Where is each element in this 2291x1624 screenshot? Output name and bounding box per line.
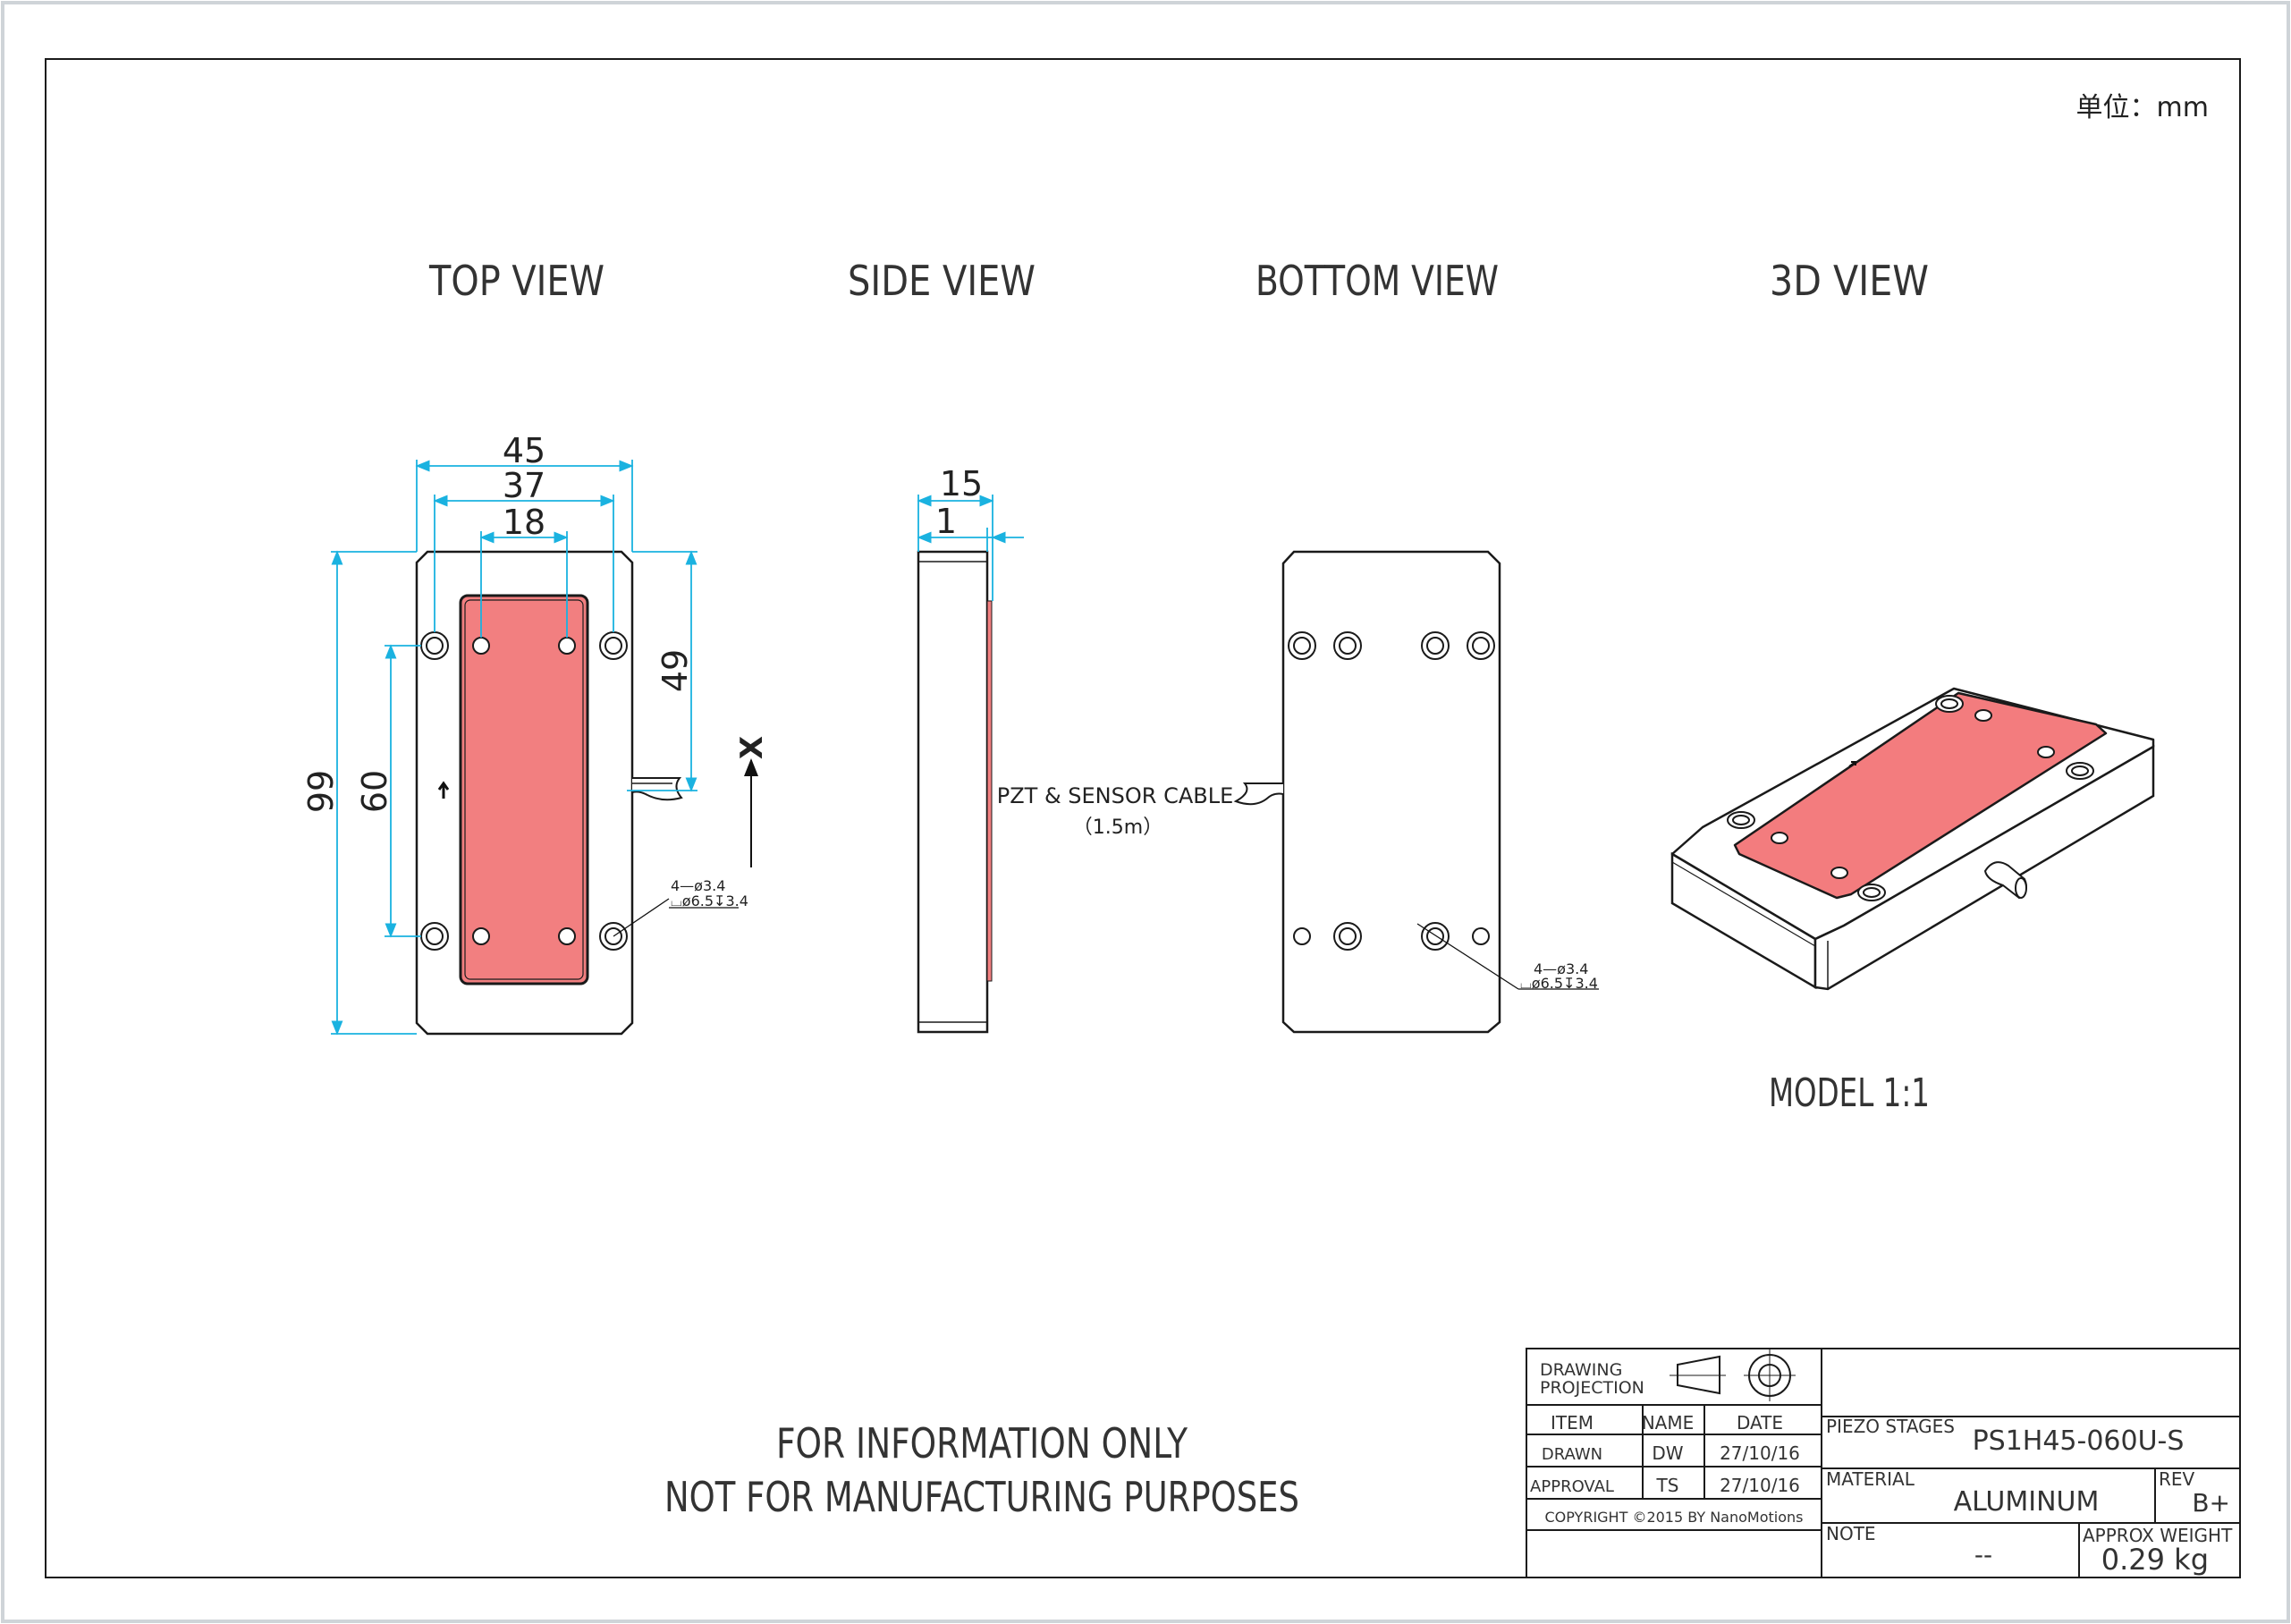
- top-view: 45 37 18 99 60 49 X 4—ø3.4 ⌴ø6.5↧3.4: [301, 431, 770, 1036]
- dim-width-mid: 37: [503, 466, 545, 505]
- bottom-view-title: BOTTOM VIEW: [1255, 257, 1499, 305]
- bottom-view-body: [1281, 550, 1501, 1034]
- side-view: 15 1: [917, 464, 1024, 1034]
- bottom-view: 4—ø3.4 ⌴ø6.5↧3.4: [1233, 550, 1599, 1034]
- iso-right-face: [1813, 744, 2155, 991]
- dim-side-thickness: 15: [940, 464, 983, 503]
- projection-symbol-icon: [1670, 1349, 1796, 1401]
- col-name: NAME: [1642, 1412, 1695, 1434]
- material-value: ALUMINUM: [1954, 1486, 2100, 1518]
- dim-side-plate: 1: [935, 502, 957, 541]
- dim-height-total: 99: [301, 770, 341, 813]
- col-date: DATE: [1737, 1412, 1783, 1434]
- weight-label: APPROX WEIGHT: [2083, 1525, 2233, 1546]
- side-view-title: SIDE VIEW: [848, 257, 1036, 305]
- note-value: --: [1974, 1540, 1992, 1569]
- top-view-holes: [420, 631, 628, 951]
- projection-label-1: DRAWING: [1540, 1360, 1622, 1380]
- notice-line-1: FOR INFORMATION ONLY: [776, 1419, 1188, 1468]
- unit-label: 单位：mm: [2076, 92, 2209, 123]
- row-drawn-date: 27/10/16: [1720, 1442, 1800, 1464]
- top-view-pad: [459, 594, 589, 985]
- side-view-body: [917, 550, 989, 1034]
- row-approval-date: 27/10/16: [1720, 1475, 1800, 1496]
- material-label: MATERIAL: [1826, 1468, 1915, 1490]
- row-drawn-item: DRAWN: [1542, 1445, 1602, 1464]
- copyright: COPYRIGHT ©2015 BY NanoMotions: [1544, 1509, 1803, 1526]
- x-axis-label: X: [734, 736, 770, 759]
- top-hole-note-2: ⌴ø6.5↧3.4: [671, 892, 748, 909]
- col-item: ITEM: [1551, 1412, 1594, 1434]
- top-view-cable: [631, 777, 683, 801]
- drawing-frame: [45, 58, 2241, 1578]
- notice-line-2: NOT FOR MANUFACTURING PURPOSES: [664, 1473, 1299, 1521]
- cable-label: PZT & SENSOR CABLE: [997, 783, 1234, 808]
- dim-height-half: 49: [655, 649, 695, 692]
- product-family: PIEZO STAGES: [1826, 1416, 1955, 1437]
- model-scale: MODEL 1:1: [1769, 1070, 1930, 1116]
- up-arrow-icon: [437, 781, 450, 799]
- note-label: NOTE: [1826, 1523, 1876, 1544]
- cable-length: （1.5m）: [1073, 816, 1162, 839]
- row-approval-item: APPROVAL: [1530, 1477, 1614, 1496]
- iso-view-title: 3D VIEW: [1770, 257, 1929, 305]
- side-view-pad: [986, 600, 993, 982]
- rev-value: B+: [2192, 1488, 2230, 1518]
- projection-label-2: PROJECTION: [1540, 1378, 1644, 1398]
- bottom-view-cable: [1233, 782, 1284, 806]
- dim-width-inner: 18: [503, 503, 545, 542]
- bottom-hole-note-1: 4—ø3.4: [1534, 960, 1588, 977]
- row-approval-name: TS: [1656, 1475, 1679, 1496]
- iso-holes: [1727, 695, 2094, 901]
- top-view-title: TOP VIEW: [428, 257, 604, 305]
- bottom-view-holes: [1288, 631, 1495, 951]
- part-number: PS1H45-060U-S: [1973, 1425, 2185, 1457]
- bottom-hole-note-2: ⌴ø6.5↧3.4: [1520, 975, 1598, 992]
- top-hole-note-1: 4—ø3.4: [671, 877, 725, 894]
- weight-value: 0.29 kg: [2101, 1543, 2209, 1577]
- iso-view: [1670, 687, 2155, 991]
- iso-arrow-icon: [1848, 761, 1856, 767]
- dim-width-outer: 45: [503, 431, 545, 470]
- title-block: [1526, 1348, 2241, 1578]
- rev-label: REV: [2159, 1468, 2195, 1490]
- row-drawn-name: DW: [1652, 1442, 1683, 1464]
- dim-height-holes: 60: [355, 770, 394, 813]
